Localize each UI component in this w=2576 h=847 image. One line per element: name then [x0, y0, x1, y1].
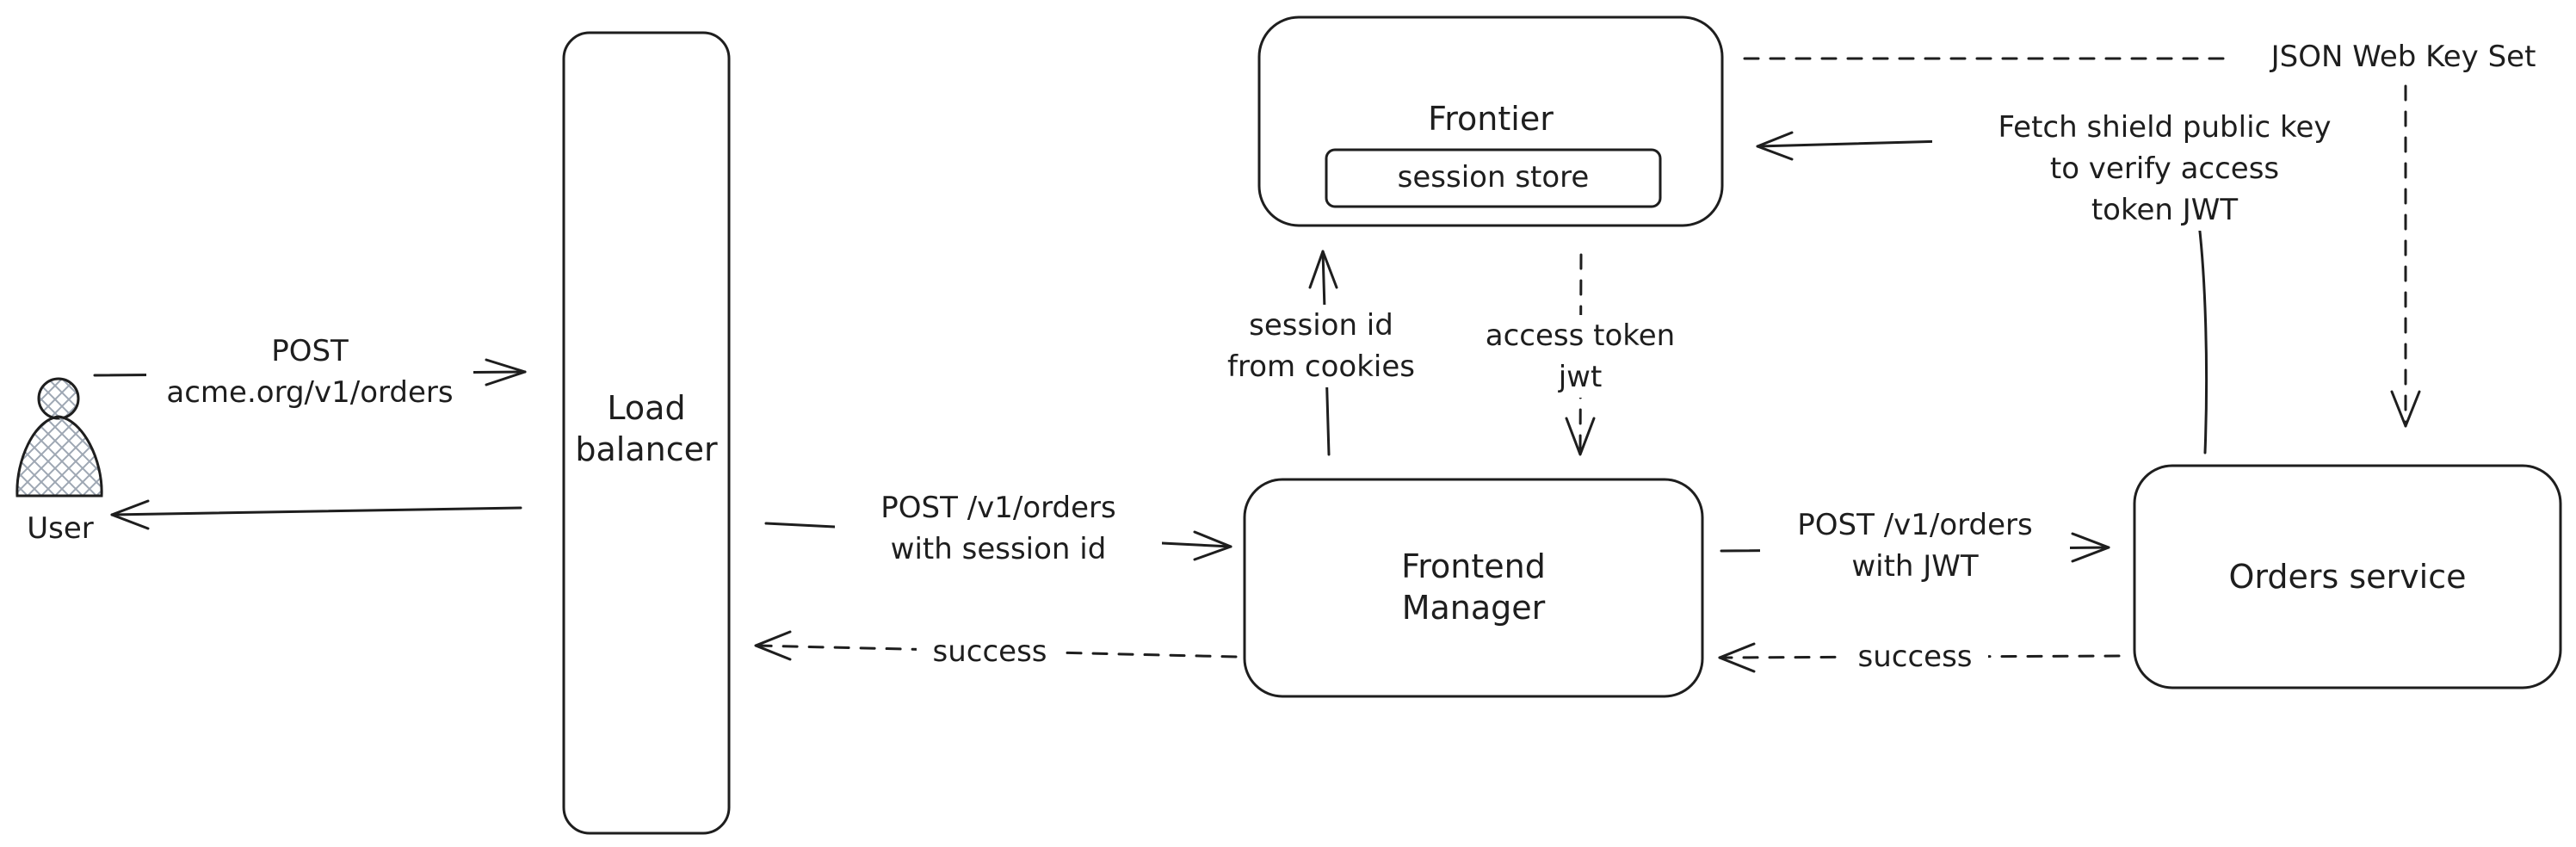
load-balancer-box [562, 31, 731, 835]
jwks-label: JSON Web Key Set [2233, 36, 2573, 77]
frontier-box [1257, 15, 1724, 227]
orders-to-fm-success-label: success [1842, 636, 1988, 677]
fm-to-frontier-label: session id from cookies [1205, 305, 1437, 387]
frontier-to-fm-label: access token jwt [1463, 315, 1697, 398]
session-store-box [1325, 148, 1662, 208]
frontend-manager-label: Frontend Manager [1401, 547, 1546, 627]
orders-to-fm-success-arrowhead [1718, 642, 1756, 673]
lb-to-fm-arrowhead [1193, 530, 1232, 561]
frontier-label: Frontier [1428, 100, 1554, 138]
user-to-lb-arrowhead [485, 358, 527, 386]
user-icon [15, 377, 103, 498]
lb-to-fm-label: POST /v1/orders with session id [835, 487, 1162, 570]
fm-to-orders-arrowhead [2071, 532, 2110, 563]
orders-service-label: Orders service [2228, 558, 2467, 596]
fm-to-orders-label: POST /v1/orders with JWT [1760, 504, 2070, 587]
session-store-label: session store [1397, 160, 1590, 195]
orders-to-fm-success-arrow-line [1718, 654, 2121, 659]
orders-service-box [2133, 464, 2562, 689]
jwks-arrowhead [2390, 390, 2421, 428]
frontier-to-fm-arrowhead [1565, 417, 1596, 456]
user-post-label: POST acme.org/v1/orders [146, 331, 473, 413]
user-body [15, 415, 103, 498]
fetch-key-arrowhead [1756, 131, 1794, 161]
user-label: User [27, 511, 94, 546]
lb-to-user-arrow-line [110, 506, 522, 516]
user-head [37, 377, 80, 420]
frontier-to-fm-arrow-line [1578, 253, 1583, 456]
frontend-manager-box [1243, 478, 1704, 698]
lb-to-user-arrowhead [110, 499, 150, 530]
fm-to-lb-success-arrowhead [754, 630, 792, 661]
fm-to-lb-success-label: success [917, 631, 1063, 672]
orders-to-frontier-key-line [2197, 222, 2208, 454]
load-balancer-label: Load balancer [575, 389, 718, 468]
fetch-key-label: Fetch shield public key to verify access… [1932, 107, 2397, 231]
fm-to-frontier-arrowhead [1308, 250, 1338, 289]
